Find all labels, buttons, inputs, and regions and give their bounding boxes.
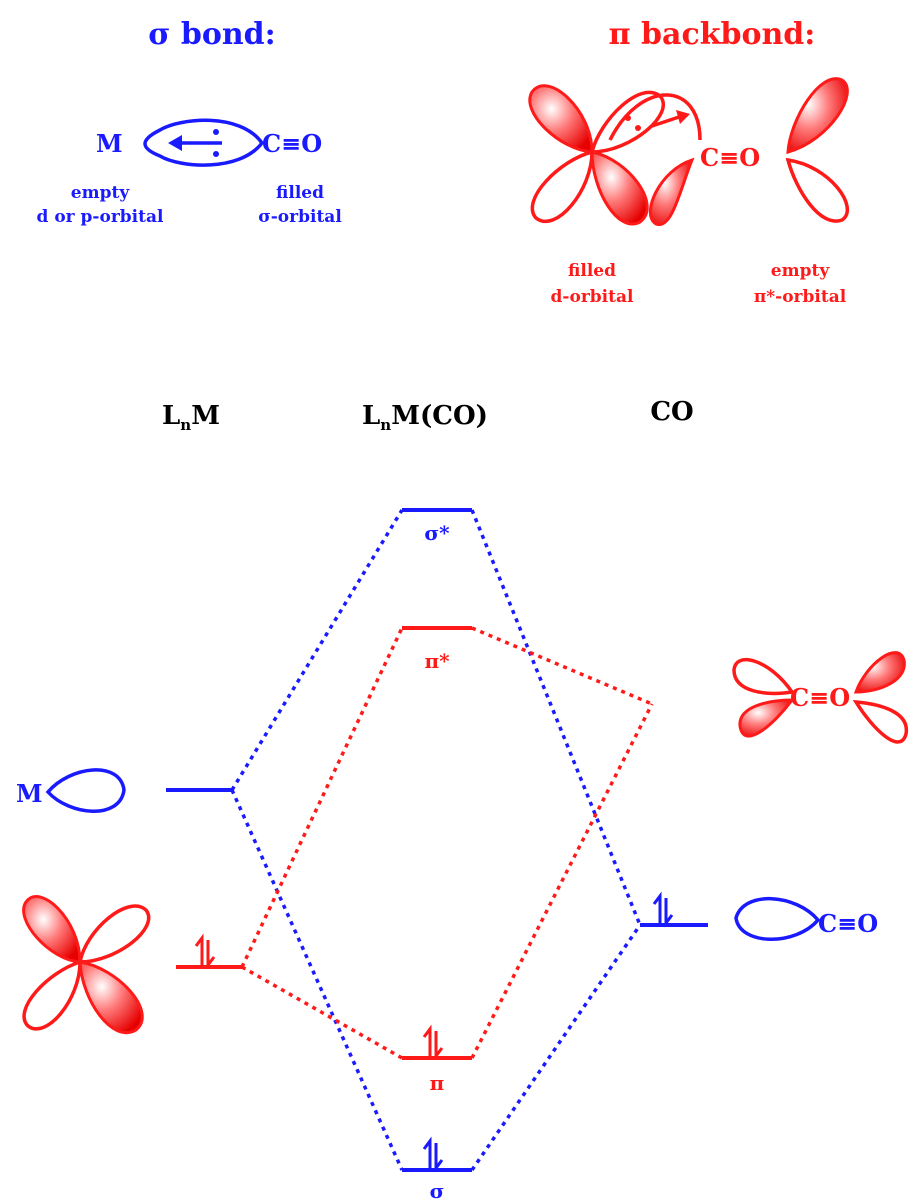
metal-sigma-lobe-icon (45, 768, 126, 813)
sigma-metal-label: M (96, 129, 123, 158)
pi-star-co-label: C≡O (790, 683, 850, 712)
donation-arrow-head (168, 135, 182, 151)
co-orbital-label: C≡O (818, 909, 878, 938)
pi-backbond-title: π backbond: (609, 17, 816, 52)
correlation-line (241, 965, 403, 1060)
header-left-suffix: M (191, 401, 220, 431)
header-left-sub: n (180, 416, 191, 434)
correlation-line (230, 509, 404, 791)
correlation-line (240, 627, 404, 968)
header-left-prefix: L (162, 401, 180, 431)
backdonation-arrow-head (676, 110, 690, 124)
sigma-left-label-1: empty (71, 183, 131, 203)
overlap-curve (608, 93, 702, 141)
spin-pair-icon (194, 933, 216, 970)
spin-pair-icon (422, 1024, 444, 1061)
pi-left-label-1: filled (568, 261, 616, 281)
correlation-line (471, 626, 653, 706)
sigma-bond-title: σ bond: (148, 17, 275, 52)
correlation-line (470, 703, 654, 1059)
backdonation-arrow-line (651, 114, 683, 128)
pi-right-label-2: π*-orbital (754, 287, 847, 307)
correlation-line (470, 509, 642, 926)
sigma-bond-sketch: M C≡O empty d or p-orbital filled σ-orbi… (37, 118, 342, 227)
sigma-star-label: σ* (424, 521, 450, 545)
sigma-left-label-2: d or p-orbital (37, 207, 164, 227)
pi-star-label: π* (424, 649, 450, 673)
spin-pair-icon (422, 1136, 444, 1173)
spin-pair-icon (652, 891, 674, 928)
header-center-suffix: M(CO) (391, 401, 488, 431)
header-left: LnM (162, 401, 220, 434)
sigma-lobe-icon (143, 118, 265, 167)
electron-dot (213, 129, 219, 135)
sigma-co-label: C≡O (262, 129, 322, 158)
sigma-right-label-2: σ-orbital (258, 207, 342, 227)
co-sigma-lobe-icon (734, 896, 821, 941)
electron-dot (213, 151, 219, 157)
header-right: CO (650, 397, 693, 427)
pi-star-orbital-icon (648, 77, 850, 226)
metal-orbital-label: M (16, 779, 43, 808)
sigma-label: σ (430, 1179, 445, 1203)
pi-backbond-sketch: C≡O filled d-orbital empty π*-orbital (528, 77, 850, 307)
correlation-line (230, 789, 404, 1171)
d-orbital-icon (528, 84, 665, 226)
pi-label: π (430, 1071, 445, 1095)
electron-dot (635, 125, 641, 131)
pi-left-label-2: d-orbital (551, 287, 634, 307)
header-center-sub: n (380, 416, 391, 434)
header-center-prefix: L (362, 401, 380, 431)
header-center: LnM(CO) (362, 401, 488, 434)
pi-right-label-1: empty (771, 261, 831, 281)
d-orbital-icon (22, 895, 151, 1034)
electron-dot (625, 115, 631, 121)
pi-co-label: C≡O (700, 143, 760, 172)
sigma-right-label-1: filled (276, 183, 324, 203)
correlation-line (470, 924, 642, 1171)
pi-star-orbital-icon (732, 651, 908, 744)
